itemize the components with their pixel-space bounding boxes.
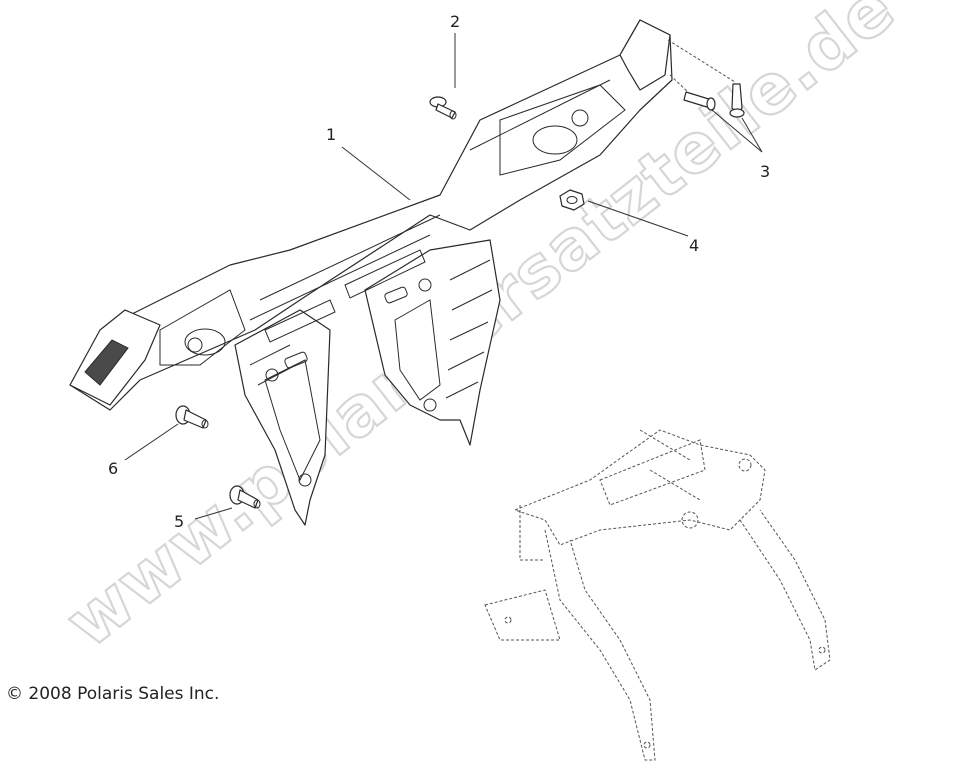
callout-5: 5 (174, 512, 184, 531)
leader-lines (124, 33, 763, 520)
callout-numbers: 1 2 3 4 5 6 (108, 12, 770, 531)
callout-6: 6 (108, 459, 118, 478)
copyright-notice: © 2008 Polaris Sales Inc. (6, 684, 220, 704)
bolt-part-6 (175, 405, 209, 429)
reference-bracket (484, 429, 831, 761)
callout-4: 4 (689, 236, 699, 255)
callout-1: 1 (326, 125, 336, 144)
callout-2: 2 (450, 12, 460, 31)
bolt-part-2 (429, 96, 457, 120)
nut-part-4 (559, 189, 585, 211)
bolt-part-5 (229, 485, 261, 509)
rack-frame-part-1 (69, 19, 673, 526)
callout-3: 3 (760, 162, 770, 181)
screws-part-3 (667, 39, 745, 118)
